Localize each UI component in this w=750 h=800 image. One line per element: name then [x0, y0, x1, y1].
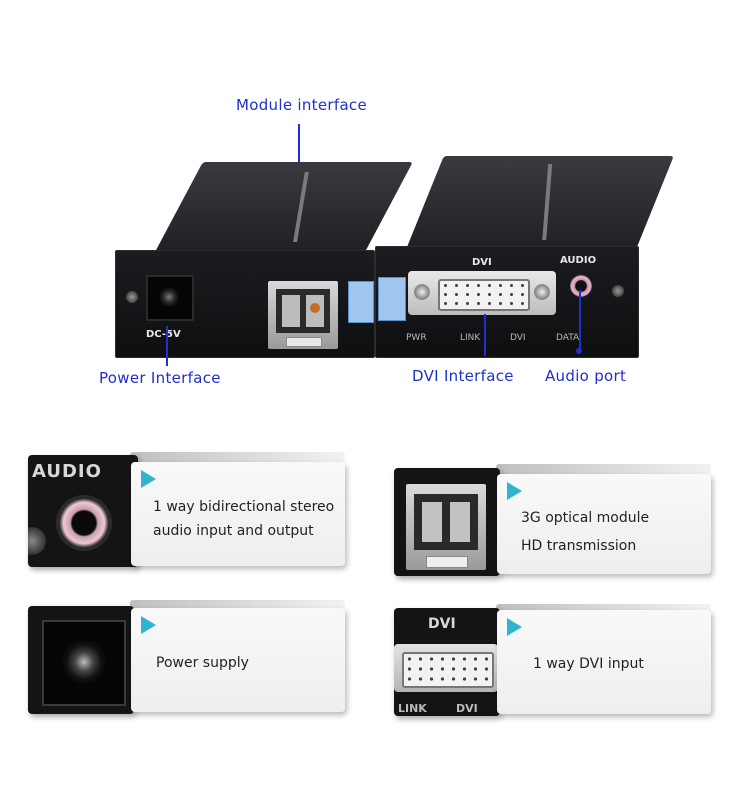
device-photo: DC-5V DVI AUDIO PWR	[105, 150, 674, 360]
dc-label: DC-5V	[146, 329, 181, 340]
right-unit-front: DVI AUDIO PWR LINK DVI DATA	[375, 246, 639, 358]
arrow-icon	[507, 618, 522, 636]
led-label-data: DATA	[556, 333, 580, 343]
feature-photo-audio: AUDIO	[28, 455, 138, 567]
dvi-screw-right-icon	[534, 284, 550, 300]
dc-jack-closeup-icon	[62, 640, 106, 684]
feature-card-audio: 1 way bidirectional stereo audio input a…	[131, 462, 345, 566]
led-label-pwr: PWR	[406, 333, 427, 343]
feature-shadow	[496, 604, 711, 614]
feature-card-power: Power supply	[131, 608, 345, 712]
module-interface-label: Module interface	[236, 96, 368, 114]
dvi-closeup-pins	[402, 652, 494, 688]
right-unit-stripe	[542, 164, 553, 240]
left-unit-front: DC-5V	[115, 250, 375, 358]
screw-icon	[126, 291, 138, 303]
dvi-pins	[438, 279, 530, 311]
dvi-screw-left-icon	[414, 284, 430, 300]
audio-port-callout: Audio port	[545, 367, 627, 385]
dvi-connector	[408, 271, 556, 315]
audio-jack-closeup-icon	[56, 495, 112, 551]
sfp-module	[268, 281, 338, 349]
audio-port-dot	[576, 348, 582, 354]
arrow-icon	[141, 616, 156, 634]
feature-shadow	[130, 452, 345, 462]
arrow-icon	[507, 482, 522, 500]
sfp-port	[276, 289, 330, 333]
sfp-closeup-latch	[426, 556, 468, 568]
sfp-closeup	[406, 484, 486, 570]
feature-card-dvi: 1 way DVI input	[497, 610, 711, 714]
sfp-latch	[286, 337, 322, 347]
left-unit-top	[155, 162, 413, 252]
feature-text-optical: 3G optical module HD transmission	[521, 510, 650, 554]
feature-card-optical: 3G optical module HD transmission	[497, 474, 711, 574]
screw-icon	[612, 285, 624, 297]
led-label-link: LINK	[460, 333, 481, 343]
dvi-port-label: DVI	[472, 257, 492, 268]
dc-jack	[146, 275, 194, 321]
sticker-left	[348, 281, 374, 323]
sfp-closeup-left	[422, 502, 442, 542]
sfp-closeup-right	[450, 502, 470, 542]
feature-photo-dvi-sub-dvi: DVI	[456, 702, 478, 715]
power-interface-label: Power Interface	[99, 369, 221, 387]
dc-jack-closeup	[42, 620, 126, 706]
feature-photo-optical	[394, 468, 500, 576]
screw-icon	[28, 527, 46, 555]
arrow-icon	[141, 470, 156, 488]
sfp-ferrule-icon	[310, 303, 320, 313]
feature-photo-power	[28, 606, 134, 714]
sfp-port-right	[306, 295, 324, 327]
feature-text-audio: 1 way bidirectional stereo audio input a…	[153, 499, 335, 539]
dvi-interface-leader	[484, 314, 486, 356]
right-unit-top	[405, 156, 674, 252]
left-unit-stripe	[293, 172, 309, 242]
audio-jack-icon	[570, 275, 592, 297]
feature-shadow	[496, 464, 711, 474]
sfp-closeup-port	[414, 494, 478, 550]
feature-photo-dvi-label: DVI	[428, 616, 456, 632]
feature-photo-audio-label: AUDIO	[32, 461, 102, 482]
feature-text-dvi: 1 way DVI input	[533, 656, 644, 672]
feature-photo-dvi-sub-link: LINK	[398, 702, 427, 715]
feature-text-power: Power supply	[156, 655, 249, 671]
audio-port-label: AUDIO	[560, 255, 597, 266]
audio-port-leader	[579, 290, 581, 352]
sfp-port-left	[282, 295, 300, 327]
sticker-right	[378, 277, 406, 321]
dvi-interface-label: DVI Interface	[412, 367, 514, 385]
power-interface-leader	[166, 326, 168, 366]
feature-photo-dvi: DVI LINK DVI	[394, 608, 500, 716]
dc-jack-hole-icon	[159, 287, 179, 307]
dvi-closeup	[394, 644, 498, 692]
feature-shadow	[130, 600, 345, 610]
led-label-dvi: DVI	[510, 333, 526, 343]
